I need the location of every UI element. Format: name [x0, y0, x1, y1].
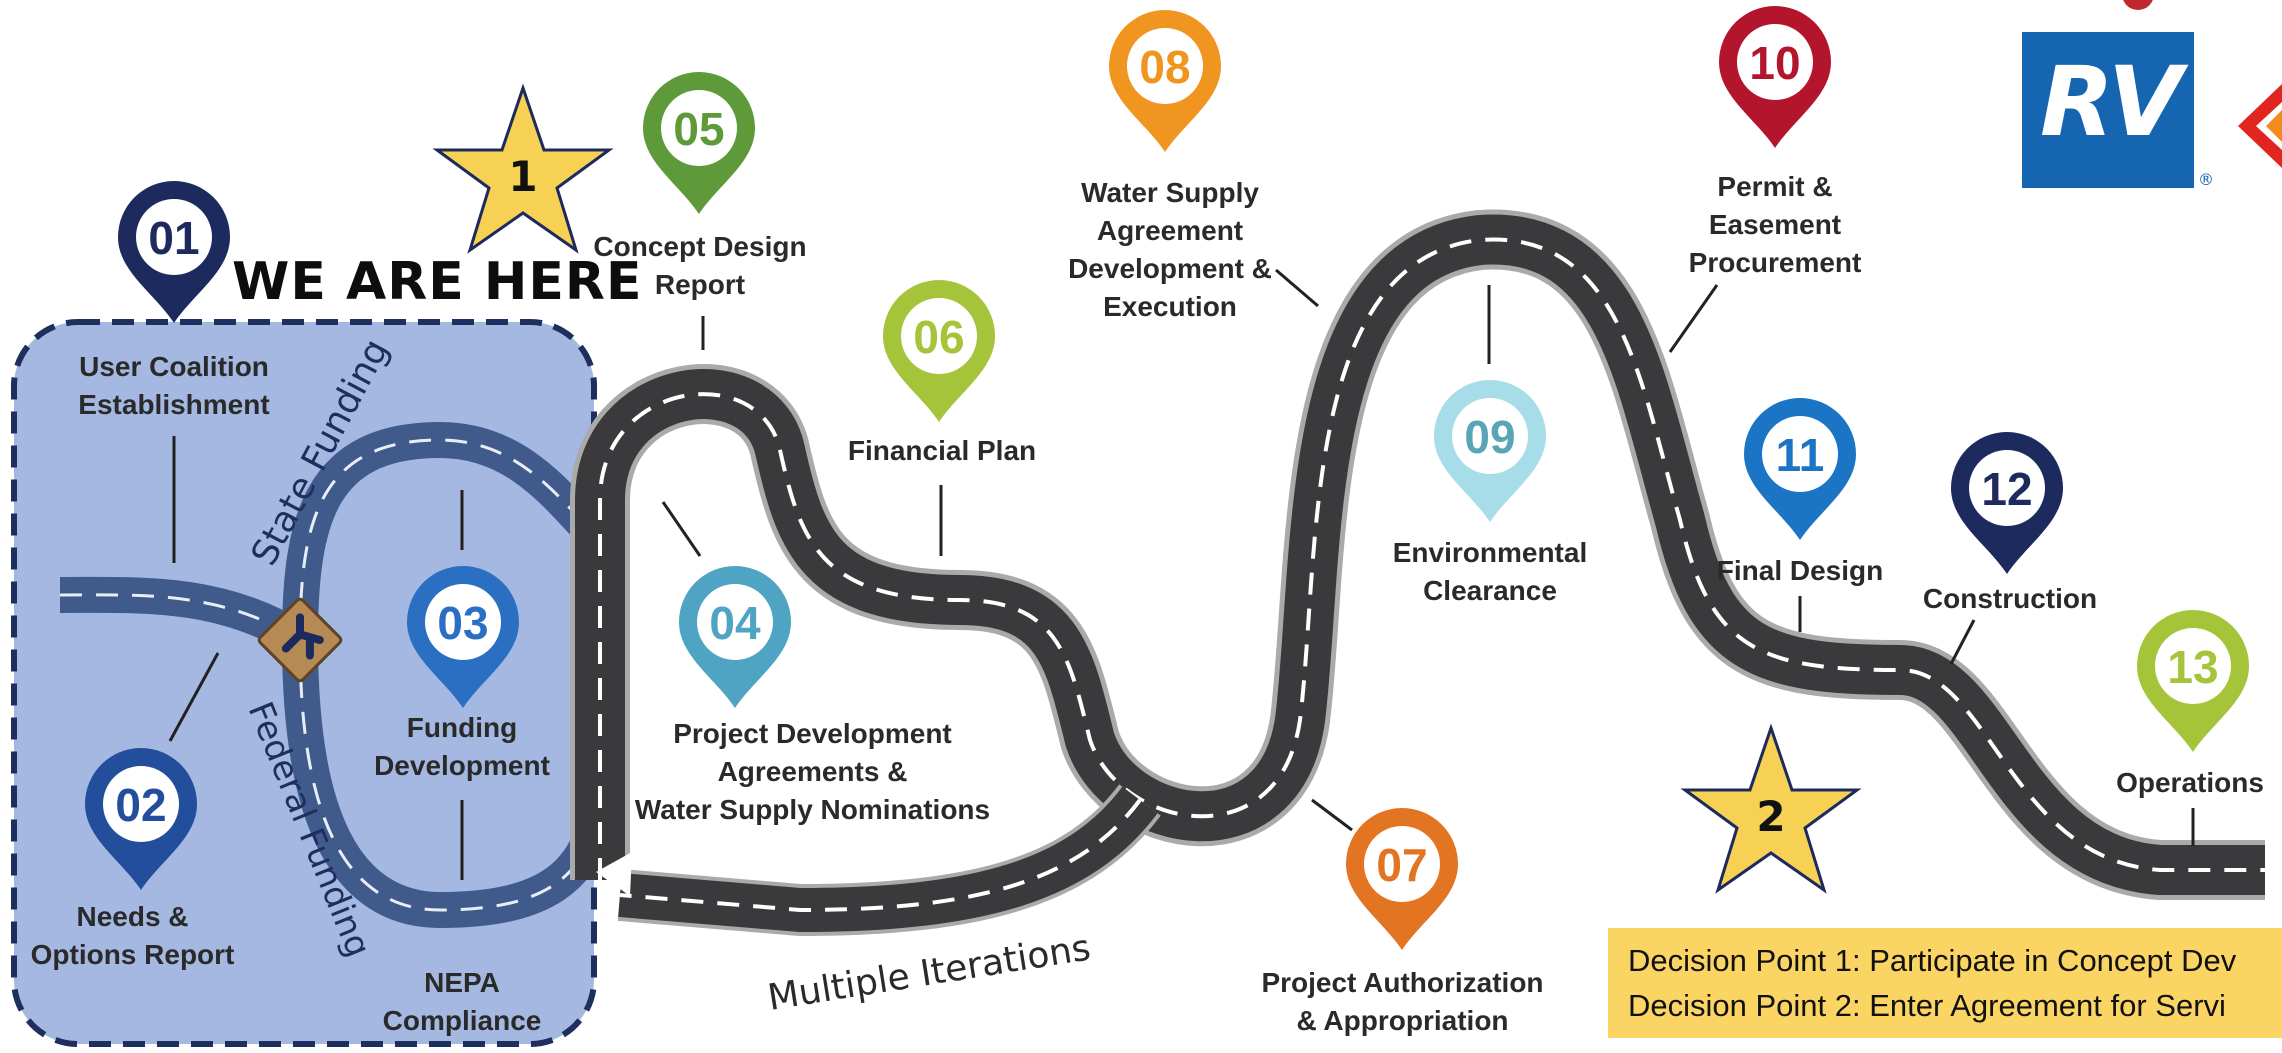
pin-face [1364, 826, 1440, 902]
step-label-13: Operations [2116, 767, 2264, 798]
decision-star-1: 1 [432, 83, 614, 254]
pin-number: 11 [1776, 429, 1825, 481]
pin-face [1452, 398, 1528, 474]
pin-11-icon: 11 [1744, 398, 1856, 540]
pin-number: 12 [1981, 463, 2032, 515]
step-label-06: Financial Plan [847, 435, 1037, 466]
pin-number: 07 [1376, 839, 1427, 891]
pin-face [697, 584, 773, 660]
main-road [570, 209, 2265, 937]
pin-number: 10 [1749, 37, 1800, 89]
pin-number: 08 [1139, 41, 1190, 93]
pin-face [1127, 28, 1203, 104]
step-label-07: Project Authorization& Appropriation [1261, 967, 1544, 1036]
pin-number: 03 [437, 597, 488, 649]
step-label-11: Final Design [1716, 555, 1884, 586]
star-2-label: 2 [1756, 792, 1785, 841]
legend-line-1: Decision Point 1: Participate in Concept… [1628, 943, 2237, 978]
pin-face [103, 766, 179, 842]
pin-face [901, 298, 977, 374]
pin-number: 13 [2167, 641, 2218, 693]
pin-number: 02 [115, 779, 166, 831]
pin-face [661, 90, 737, 166]
star-1-label: 1 [508, 152, 537, 201]
step-label-02: Needs &Options Report [30, 901, 235, 970]
pin-03-icon: 03 [407, 566, 519, 708]
decision-point-legend: Decision Point 1: Participate in Concept… [1608, 928, 2282, 1038]
registered-mark: ® [2198, 170, 2214, 189]
rv-logo: RV [2022, 32, 2194, 188]
pin-07-icon: 07 [1346, 808, 1458, 950]
pin-05-icon: 05 [643, 72, 755, 214]
pin-13-icon: 13 [2137, 610, 2249, 752]
pin-face [1762, 416, 1838, 492]
pin-01-icon: 01 [118, 181, 230, 323]
chevron-logo-icon [2123, 0, 2282, 168]
we-are-here-label: WE ARE HERE [232, 252, 643, 312]
pin-08-icon: 08 [1109, 10, 1221, 152]
pin-face [1737, 24, 1813, 100]
multiple-iterations-label: Multiple Iterations [765, 927, 1093, 1018]
pin-number: 04 [709, 597, 761, 649]
rv-logo-mark: RV [2040, 46, 2182, 158]
pin-number: 06 [913, 311, 964, 363]
pin-12-icon: 12 [1951, 432, 2063, 574]
pin-09-icon: 09 [1434, 380, 1546, 522]
pin-number: 09 [1464, 411, 1515, 463]
decision-star-2: 2 [1680, 723, 1862, 894]
pin-02-icon: 02 [85, 748, 197, 890]
step-label-12: Construction [1922, 583, 2098, 614]
pin-number: 05 [673, 103, 724, 155]
pin-face [2155, 628, 2231, 704]
pin-04-icon: 04 [679, 566, 791, 708]
pin-06-icon: 06 [883, 280, 995, 422]
pin-face [136, 199, 212, 275]
pin-number: 01 [148, 212, 199, 264]
junction-sign-icon [257, 597, 343, 683]
legend-line-2: Decision Point 2: Enter Agreement for Se… [1628, 988, 2226, 1023]
pin-face [1969, 450, 2045, 526]
pin-face [425, 584, 501, 660]
connector-lines [168, 268, 2195, 880]
pin-10-icon: 10 [1719, 6, 1831, 148]
arrow-left-icon [596, 852, 632, 896]
